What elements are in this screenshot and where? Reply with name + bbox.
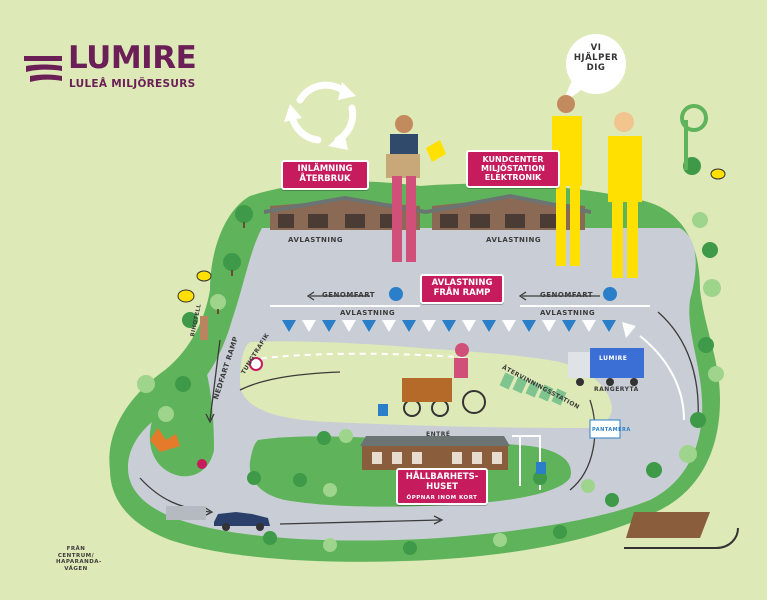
label-genomfart-right: GENOMFART: [540, 291, 594, 299]
dumpster-truck: [568, 348, 644, 386]
brand-name: LUMIRE: [68, 40, 197, 76]
sign-avlastning-ramp[interactable]: AVLASTNING FRÅN RAMP: [420, 274, 504, 304]
parking-icon: [378, 287, 617, 474]
fox-icon: [150, 428, 180, 452]
bee-icon: [177, 168, 726, 303]
brand-logo[interactable]: LUMIRE LULEÅ MILJÖRESURS: [22, 40, 222, 94]
label-avlastning-right: AVLASTNING: [486, 236, 542, 244]
label-avlastning-row-left: AVLASTNING: [340, 309, 396, 317]
spiral-marker: [680, 104, 708, 170]
unloading-bays: [282, 320, 636, 338]
label-pantamera: PANTAMERA: [592, 427, 631, 433]
label-ranger-yta: RANGERYTA: [594, 386, 639, 393]
birdhouse: [200, 316, 208, 340]
worker-with-box: [386, 115, 446, 262]
pantamera-box: [589, 419, 621, 439]
sign-kundcenter[interactable]: KUNDCENTER MILJÖSTATION ELEKTRONIK: [466, 150, 560, 188]
label-entre: ENTRÉ: [426, 431, 451, 438]
label-avlastning-left: AVLASTNING: [288, 236, 344, 244]
speech-bubble-text: VI HJÄLPER DIG: [573, 43, 619, 73]
label-truck-brand: LUMIRE: [599, 355, 628, 362]
sign-inlamning[interactable]: INLÄMNING ÅTERBRUK: [281, 160, 369, 190]
label-from-road: FRÅN CENTRUM/ HAPARANDA- VÄGEN: [56, 546, 102, 572]
no-heavy-traffic-icon: [249, 357, 263, 371]
label-genomfart-left: GENOMFART: [322, 291, 376, 299]
car-and-trailer: [166, 506, 270, 531]
label-avlastning-row-right: AVLASTNING: [540, 309, 596, 317]
sled-icon: [624, 512, 739, 549]
recycling-bins: [499, 372, 567, 406]
speech-bubble: [566, 34, 626, 94]
hallbarhetshuset-building: [360, 436, 510, 470]
brand-subtitle: LULEÅ MILJÖRESURS: [69, 78, 196, 90]
no-entry-icon: [197, 459, 207, 469]
cargo-bike: [402, 343, 486, 417]
sign-hallbarhetshuset[interactable]: HÅLLBARHETS- HUSET ÖPPNAR INOM KORT: [396, 468, 488, 505]
trees: [137, 157, 724, 555]
lumire-mark-icon: [24, 56, 62, 82]
